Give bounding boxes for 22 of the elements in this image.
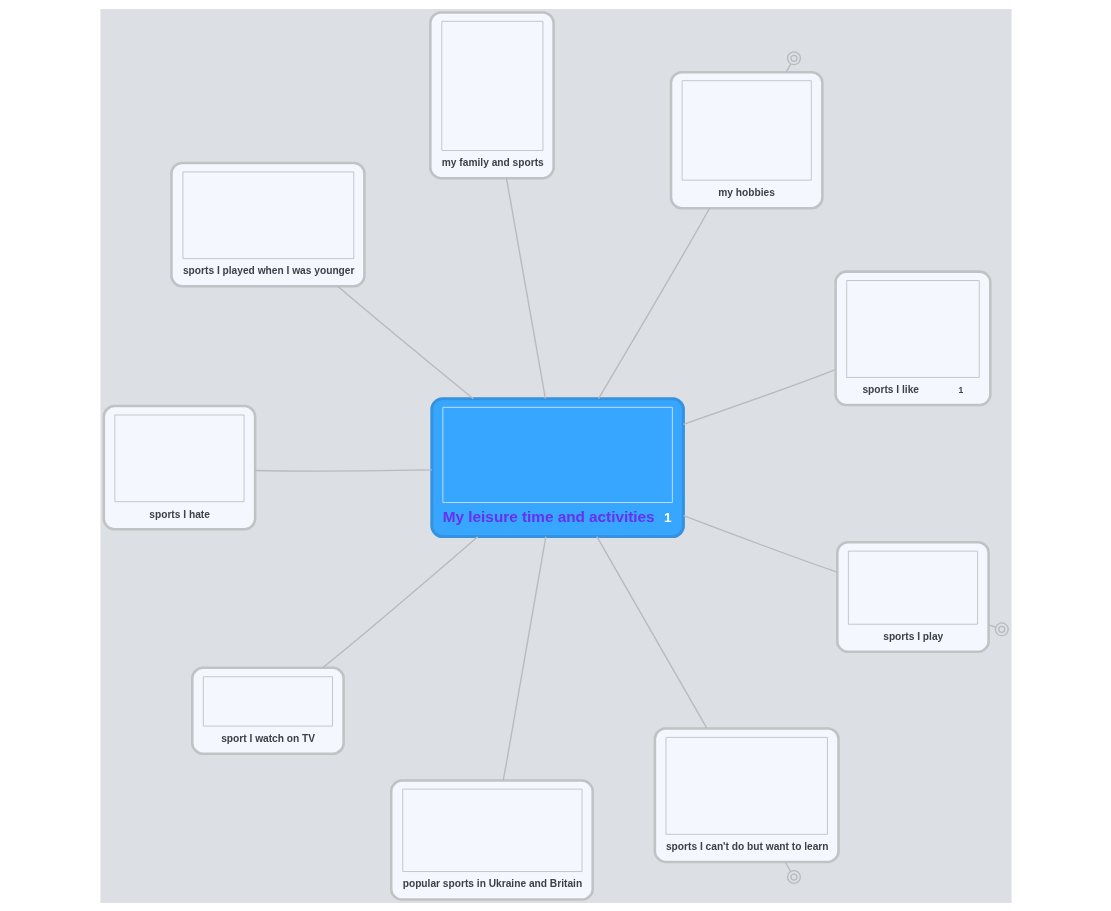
connector (784, 860, 791, 872)
node-box: My leisure time and activities 1 (429, 396, 685, 538)
connector (682, 368, 836, 425)
connector (987, 623, 996, 628)
connector (501, 535, 546, 781)
connector (597, 207, 710, 399)
node-box: sports I hate (102, 404, 256, 531)
connector (595, 535, 707, 729)
connector (336, 285, 474, 399)
connector (785, 62, 791, 73)
node-box: my hobbies (669, 70, 824, 209)
node-box: sports I play (835, 540, 990, 653)
node-box: my family and sports (428, 10, 555, 179)
connector (682, 514, 838, 573)
node-box: sport I watch on TV (190, 666, 345, 755)
connector (253, 468, 432, 472)
connector (321, 535, 478, 668)
node-box: sports I like 1 (833, 269, 992, 406)
node-box: sports I played when I was younger (169, 161, 366, 287)
connector (505, 177, 546, 399)
node-box: popular sports in Ukraine and Britain (389, 778, 594, 901)
node-box: sports I can't do but want to learn (653, 726, 840, 863)
